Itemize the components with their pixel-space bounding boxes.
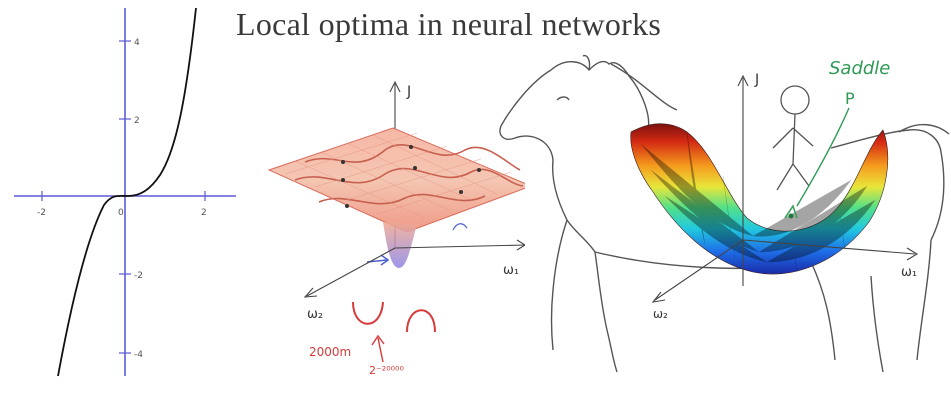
saddle-point-marker (784, 204, 798, 219)
saddle-horse-plot: J ω₁ ω₂ Saddle P (499, 54, 950, 373)
arrow-icon (377, 337, 384, 363)
note-count: 2000m (309, 345, 351, 359)
surface-w2-axis (306, 247, 396, 297)
saddle-pointer-line (796, 107, 850, 207)
saddle-mesh (640, 131, 876, 273)
arrow-icon (516, 239, 525, 251)
y-tick-label: 2 (134, 116, 140, 126)
x-tick-label: 2 (201, 208, 207, 218)
stick-figure (772, 85, 814, 191)
cubic-curve (57, 7, 197, 377)
note-probability: 2⁻²⁰⁰⁰⁰ (369, 364, 404, 377)
surface-w1-axis (394, 244, 525, 249)
surface-j-label: J (406, 84, 411, 100)
saddle-w1-label: ω₁ (901, 265, 917, 280)
surface-ridge (318, 193, 486, 205)
saddle-surface (630, 123, 889, 275)
arrow-icon (651, 291, 666, 303)
saddle-j-label: J (754, 72, 759, 88)
arrow-icon (303, 287, 318, 298)
optima-points (341, 145, 481, 208)
saddle-w2-label: ω₂ (653, 307, 668, 321)
surface-well (383, 222, 417, 268)
concave-sketch (406, 309, 436, 333)
slide-title: Local optima in neural networks (236, 6, 662, 42)
arrow-icon (371, 334, 385, 346)
surface-sheet (267, 127, 525, 233)
arrow-icon (737, 74, 749, 87)
arrow-icon (389, 80, 401, 93)
y-tick-label: -2 (134, 271, 143, 281)
surface-mesh (284, 132, 512, 219)
saddle-w2-axis (654, 239, 744, 301)
y-tick-label: -4 (134, 350, 143, 360)
convex-sketch (352, 301, 384, 325)
arrow-icon (380, 254, 390, 266)
local-optima-surface: J (267, 80, 525, 377)
surface-w1-label: ω₁ (503, 263, 519, 278)
cubic-graph: -2 0 2 4 2 -2 -4 (14, 7, 236, 377)
surface-w2-label: ω₂ (307, 307, 323, 322)
arrow-icon (906, 247, 919, 261)
saddle-point-label: P (845, 89, 855, 108)
saddle-point-dot (788, 213, 794, 219)
saddle-w1-axis (742, 239, 916, 255)
x-tick-label: -2 (37, 208, 46, 218)
x-tick-label: 0 (118, 208, 124, 218)
arrow-icon (452, 223, 468, 231)
y-tick-label: 4 (134, 38, 140, 48)
saddle-label: Saddle (829, 58, 890, 79)
